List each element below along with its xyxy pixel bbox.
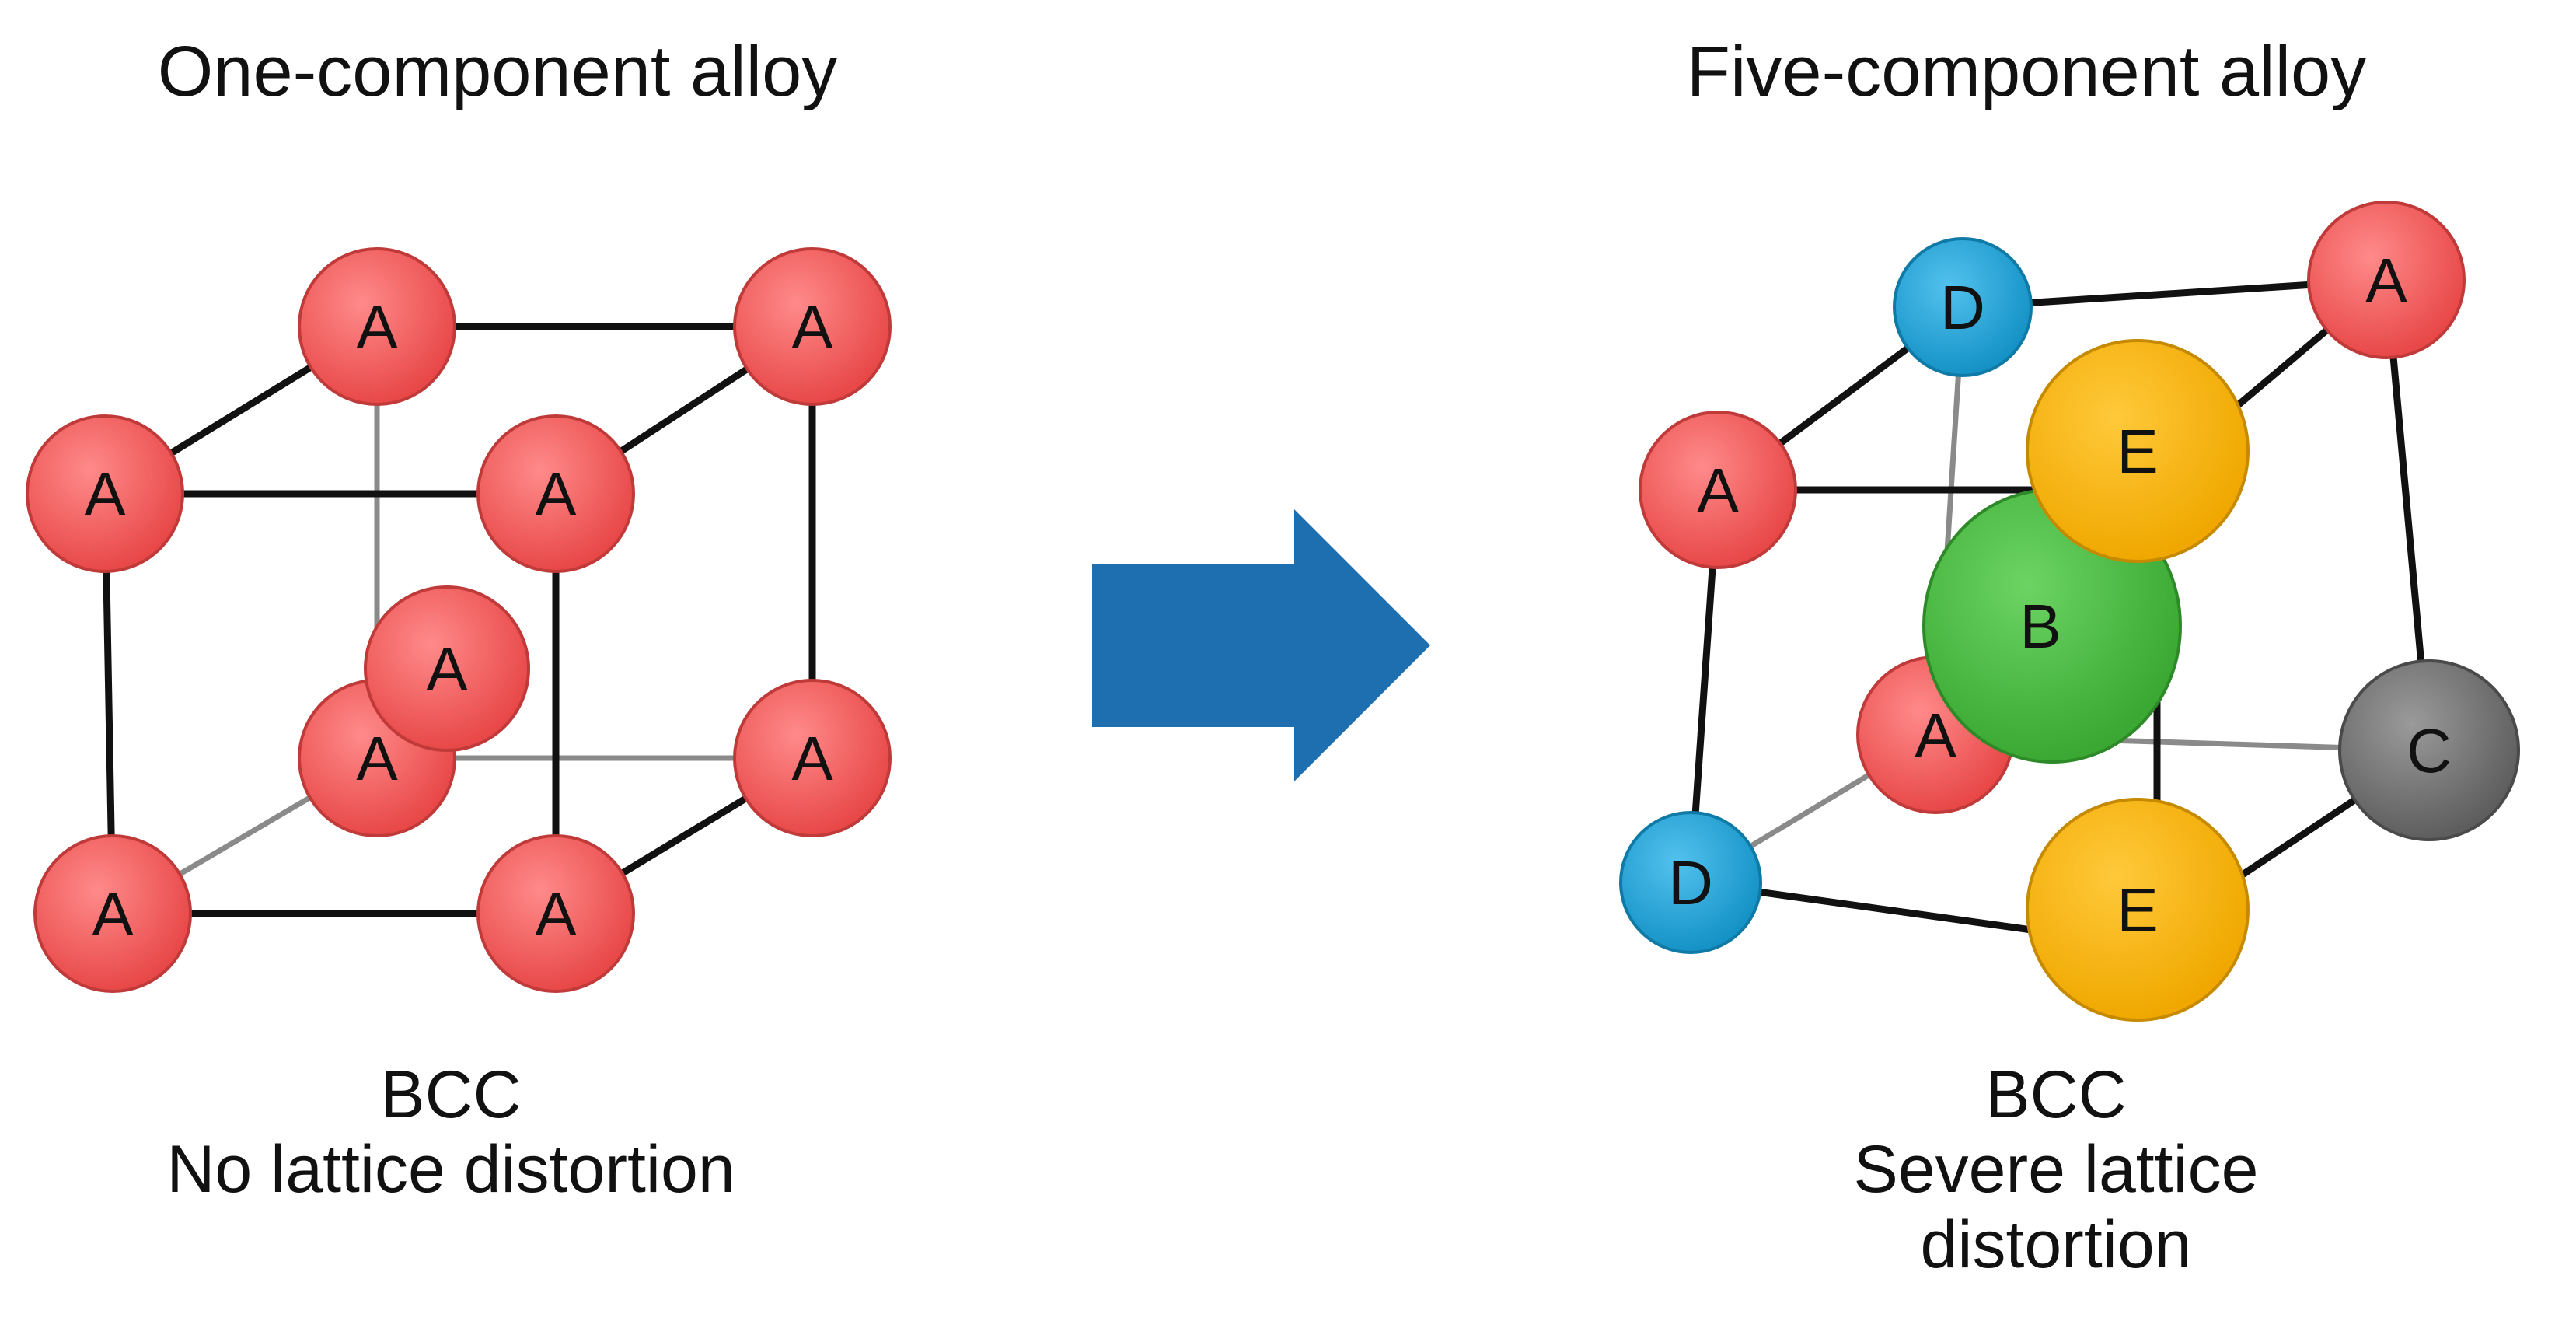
svg-text:A: A (84, 460, 126, 529)
right-caption: BCC Severe lattice distortion (1555, 1057, 2557, 1282)
atom-right-back-bottom-right: C (2338, 659, 2520, 841)
left-caption-distortion: No lattice distortion (166, 1132, 735, 1207)
svg-text:E: E (2117, 417, 2158, 486)
svg-text:D: D (1668, 848, 1713, 917)
svg-text:A: A (356, 292, 398, 362)
right-caption-distortion-1: Severe lattice (1853, 1132, 2259, 1207)
right-title: Five-component alloy (1686, 32, 2367, 111)
svg-text:A: A (92, 879, 134, 949)
right-caption-distortion-2: distortion (1920, 1207, 2192, 1282)
svg-text:A: A (535, 460, 577, 529)
svg-text:C: C (2407, 716, 2452, 785)
atom-left-front-top-right: A (476, 414, 635, 573)
svg-text:A: A (426, 634, 468, 704)
svg-text:A: A (1697, 456, 1739, 525)
atom-left-back-top-right: A (733, 247, 892, 406)
svg-text:D: D (1940, 273, 1985, 342)
atom-right-front-top-left: A (1639, 411, 1797, 569)
atom-right-front-top-right: E (2026, 339, 2250, 563)
svg-text:A: A (2365, 246, 2407, 315)
svg-text:E: E (2117, 875, 2158, 945)
atom-right-front-bottom-left: D (1619, 811, 1762, 954)
atom-left-front-top-left: A (26, 414, 184, 573)
right-caption-structure: BCC (1985, 1057, 2127, 1132)
atom-left-front-bottom-left: A (33, 834, 192, 993)
svg-text:A: A (1915, 701, 1956, 770)
atom-left-front-bottom-right: A (476, 834, 635, 993)
atom-right-back-top-right: A (2307, 201, 2466, 359)
atom-left-back-top-left: A (298, 247, 456, 406)
svg-text:A: A (791, 292, 833, 362)
svg-text:B: B (2019, 592, 2061, 661)
left-title: One-component alloy (157, 32, 838, 111)
atom-right-back-top-left: D (1893, 237, 2033, 377)
svg-text:A: A (356, 724, 398, 793)
left-caption: BCC No lattice distortion (0, 1057, 902, 1207)
atom-left-back-bottom-right: A (733, 679, 892, 837)
arrow-icon (1092, 509, 1430, 781)
atom-left-body-center: A (364, 585, 530, 752)
svg-text:A: A (791, 724, 833, 793)
atom-right-front-bottom-right: E (2026, 798, 2250, 1022)
svg-text:A: A (535, 879, 577, 949)
left-caption-structure: BCC (380, 1057, 522, 1132)
